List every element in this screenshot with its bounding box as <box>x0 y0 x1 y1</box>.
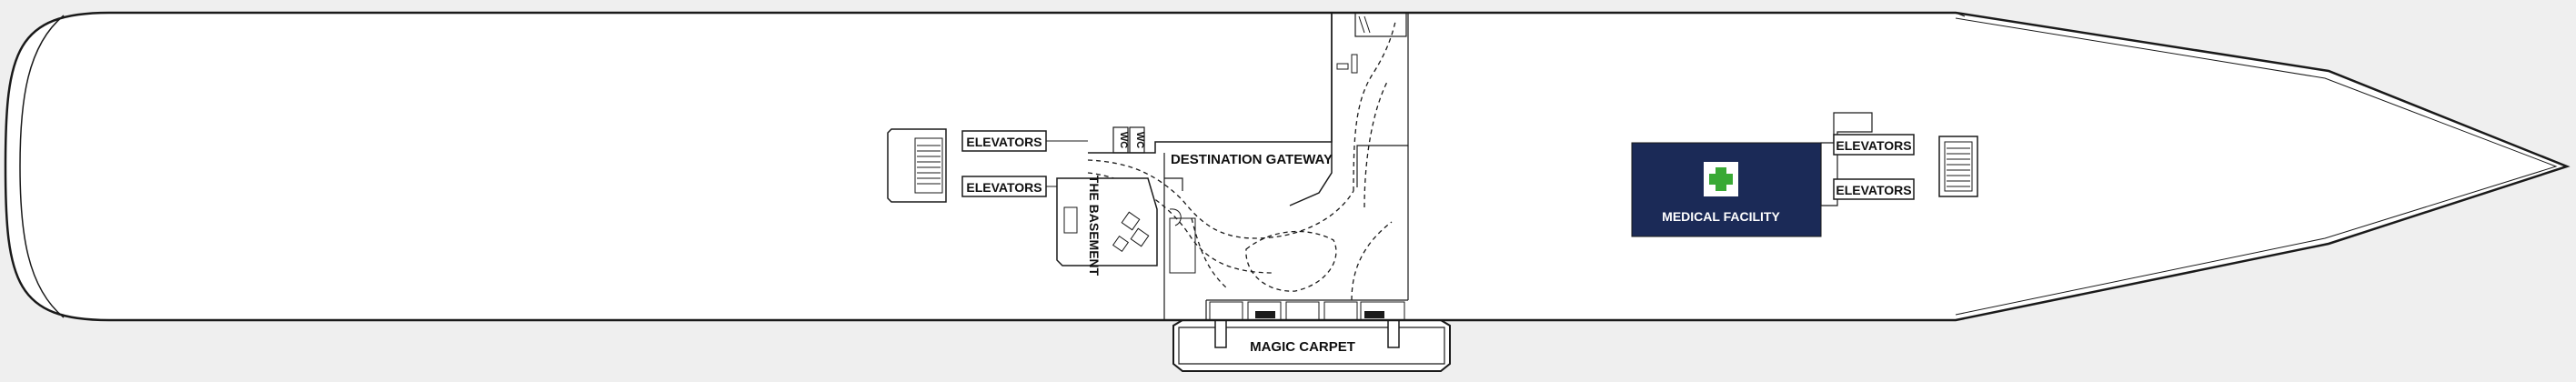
the-basement[interactable]: THE BASEMENT <box>1056 176 1182 276</box>
magic-carpet[interactable]: MAGIC CARPET <box>1172 319 1451 372</box>
magic-carpet-label: MAGIC CARPET <box>1250 339 1355 355</box>
forward-staircase <box>1938 136 1978 197</box>
elevators-fwd-lower-label: ELEVATORS <box>1836 183 1911 197</box>
stairs-icon <box>1947 147 1970 187</box>
elevators-aft-upper-label: ELEVATORS <box>966 135 1041 149</box>
aft-staircase <box>887 128 947 203</box>
atrium-structure <box>1088 12 1409 321</box>
elevators-aft-upper[interactable]: ELEVATORS <box>961 130 1088 152</box>
restroom-wc[interactable]: WC WC <box>1112 126 1145 154</box>
destination-gateway-label: DESTINATION GATEWAY <box>1171 152 1333 167</box>
elevators-fwd-upper-label: ELEVATORS <box>1836 138 1911 153</box>
elevators-fwd-upper[interactable]: ELEVATORS <box>1833 134 1915 156</box>
elevators-fwd-lower[interactable]: ELEVATORS <box>1833 178 1915 200</box>
the-basement-label: THE BASEMENT <box>1087 176 1102 276</box>
ship-hull <box>4 11 2571 322</box>
elevators-aft-lower-label: ELEVATORS <box>966 180 1041 195</box>
wc-label-upper: WC <box>1118 132 1129 148</box>
wc-label-lower: WC <box>1134 132 1145 148</box>
medical-cross-icon <box>1704 162 1738 196</box>
medical-facility[interactable]: MEDICAL FACILITY <box>1631 142 1822 237</box>
stairs-icon <box>917 145 941 185</box>
medical-facility-label: MEDICAL FACILITY <box>1662 209 1780 224</box>
walkway-paths <box>1087 21 1396 301</box>
